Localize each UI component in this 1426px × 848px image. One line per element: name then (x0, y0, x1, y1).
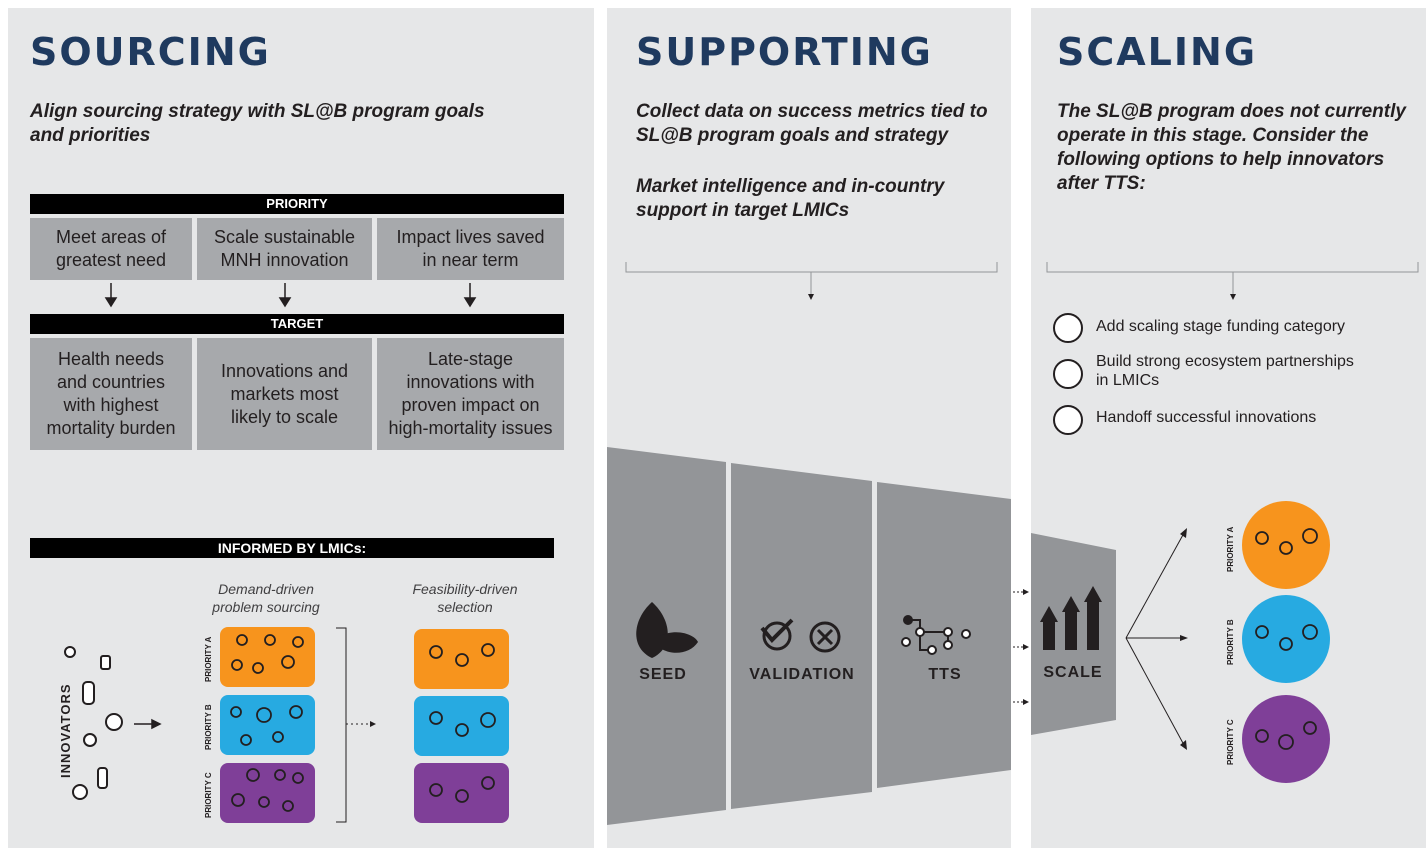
target-1-line4: mortality burden (46, 418, 176, 438)
priority-3-line2: in near term (422, 250, 519, 270)
tts-network-icon (901, 615, 971, 655)
supporting-text-1-line1: Collect data on success metrics tied to (636, 101, 988, 122)
funding-icon (1053, 313, 1083, 343)
option-partnerships-line1: Build strong ecosystem partnerships (1096, 353, 1354, 370)
seed-icon (636, 602, 698, 658)
seed-label: SEED (639, 666, 687, 683)
priority-2-line2: MNH innovation (220, 250, 349, 270)
box-bulbs (230, 634, 496, 812)
scale-arrows-icon (1040, 586, 1102, 650)
sourcing-title: SOURCING (30, 30, 271, 74)
target-2-line2: markets most (230, 383, 339, 404)
scaling-priority-a-circle (1242, 501, 1330, 589)
option-partnerships: Build strong ecosystem partnerships in L… (1096, 352, 1354, 390)
innovators-bulbs (64, 627, 376, 823)
supporting-text-2-line1: Market intelligence and in-country (636, 176, 945, 197)
option-handoff: Handoff successful innovations (1096, 409, 1317, 426)
target-3-line3: proven impact on (401, 395, 540, 415)
validation-check-icon (760, 618, 794, 651)
scaling-priority-c-circle (1242, 695, 1330, 783)
priority-1-line1: Meet areas of (55, 227, 167, 247)
supporting-text-1-line2: SL@B program goals and strategy (636, 125, 949, 146)
target-1-line3: with highest (63, 395, 159, 415)
target-1-line1: Health needs (57, 349, 165, 369)
scaling-priority-b-circle (1242, 595, 1330, 683)
priority-arrows (104, 283, 477, 308)
target-3-line2: innovations with (406, 372, 535, 392)
globe-network-icon (1053, 359, 1083, 389)
validation-label: VALIDATION (749, 666, 855, 683)
informed-header: INFORMED BY LMICs: (30, 538, 554, 558)
sourcing-subtitle-line1: Align sourcing strategy with SL@B progra… (30, 101, 485, 122)
handoff-icon (1053, 405, 1083, 435)
validation-x-icon (809, 621, 841, 653)
feasible-priority-b-box (414, 696, 509, 756)
scaling-text-line2: operate in this stage. Consider the (1057, 125, 1369, 146)
supporting-text-1: Collect data on success metrics tied to … (636, 100, 988, 148)
option-partnerships-line2: in LMICs (1096, 372, 1160, 389)
feasibility-line1: Feasibility-driven (412, 581, 518, 597)
target-box-3: Late-stage innovations with proven impac… (377, 338, 564, 450)
demand-line1: Demand-driven (218, 581, 314, 597)
priority-box-1: Meet areas of greatest need (30, 218, 192, 280)
target-box-2: Innovations and markets most likely to s… (197, 338, 372, 450)
feasibility-line2: selection (437, 599, 493, 615)
priority-3-line1: Impact lives saved (396, 227, 545, 247)
target-2-line3: likely to scale (230, 406, 339, 427)
scaling-text-line1: The SL@B program does not currently (1057, 101, 1406, 122)
target-box-1: Health needs and countries with highest … (30, 338, 192, 450)
target-3-line4: high-mortality issues (388, 418, 553, 438)
supporting-title: SUPPORTING (636, 30, 933, 74)
priority-1-line2: greatest need (55, 250, 167, 270)
priority-2-line1: Scale sustainable (213, 227, 356, 247)
target-3-line1: Late-stage (427, 349, 514, 369)
scaling-text: The SL@B program does not currently oper… (1057, 100, 1406, 196)
target-2-line1: Innovations and (220, 360, 349, 381)
feasibility-driven-label: Feasibility-driven selection (395, 580, 535, 616)
option-funding: Add scaling stage funding category (1096, 318, 1346, 335)
scale-label: SCALE (1043, 664, 1103, 681)
sourcing-subtitle-line2: and priorities (30, 125, 151, 146)
sourcing-subtitle: Align sourcing strategy with SL@B progra… (30, 100, 485, 148)
tts-label: TTS (928, 666, 962, 683)
target-header: TARGET (30, 314, 564, 334)
supporting-text-2: Market intelligence and in-country suppo… (636, 175, 944, 223)
demand-driven-label: Demand-driven problem sourcing (196, 580, 336, 616)
scaling-text-line4: after TTS: (1057, 173, 1146, 194)
validation-segment (731, 463, 872, 809)
scaling-title: SCALING (1057, 30, 1258, 74)
scaling-text-line3: following options to help innovators (1057, 149, 1385, 170)
demand-line2: problem sourcing (212, 599, 320, 615)
priority-header: PRIORITY (30, 194, 564, 214)
supporting-text-2-line2: support in target LMICs (636, 200, 850, 221)
target-1-line2: and countries (56, 372, 166, 392)
demand-priority-b-box (220, 695, 315, 755)
feasible-priority-a-box (414, 629, 509, 689)
priority-box-3: Impact lives saved in near term (377, 218, 564, 280)
